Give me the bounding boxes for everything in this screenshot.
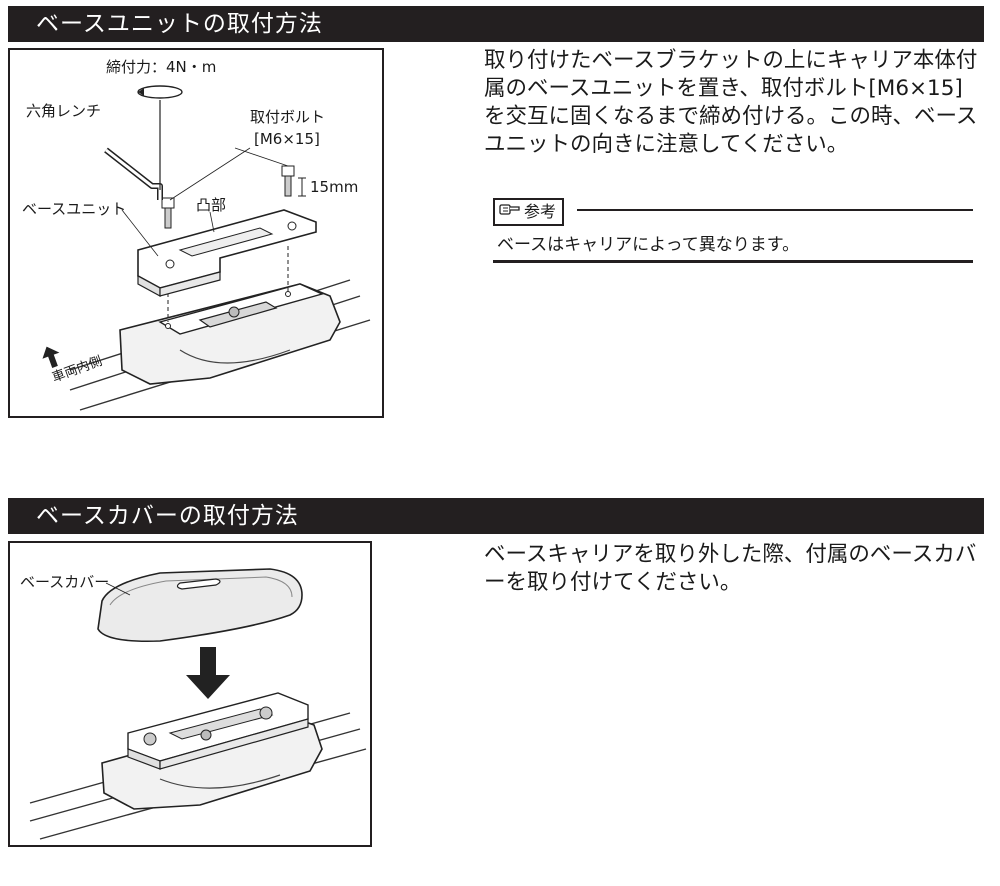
mounting-bolt-left	[161, 197, 175, 229]
base-unit-instructions: 取り付けたベースブラケットの上にキャリア本体付属のベースユニットを置き、取付ボル…	[484, 48, 978, 157]
wrench-label: 六角レンチ	[26, 102, 101, 120]
reference-tag: 参考	[493, 198, 565, 226]
base-unit-diagram: 締付力：4N・m 六角レンチ 取付ボルト [M6×15] 15mm ベースユニッ…	[22, 58, 371, 411]
base-cover-illustration: ベースカバー	[8, 541, 372, 847]
base-cover-diagram: ベースカバー	[20, 568, 367, 840]
base-unit-plate	[137, 209, 317, 298]
vehicle-inside-arrow-icon	[42, 346, 60, 368]
hex-wrench	[104, 100, 163, 200]
base-cover-instructions: ベースキャリアを取り外した際、付属のベースカバーを取り付けてください。	[484, 542, 977, 595]
base-cover-label: ベースカバー	[20, 573, 109, 591]
base-unit-label: ベースユニット	[22, 200, 126, 218]
section-title-base-cover: ベースカバーの取付方法	[8, 498, 984, 534]
bolt-label: 取付ボルト	[250, 108, 325, 126]
base-bracket	[119, 283, 341, 385]
mounting-bolt-right	[281, 165, 295, 197]
bolt-size-label: [M6×15]	[254, 130, 320, 148]
torque-label: 締付力：4N・m	[106, 58, 216, 76]
rotation-arrow-icon	[137, 85, 183, 99]
protrusion-label: 凸部	[196, 196, 226, 214]
reference-text: ベースはキャリアによって異なります。	[497, 235, 800, 255]
reference-note: 参考 ベースはキャリアによって異なります。	[493, 198, 973, 264]
section-title-base-unit: ベースユニットの取付方法	[8, 6, 984, 42]
base-cover	[97, 568, 303, 643]
installed-base-unit	[101, 692, 323, 810]
note-divider-bottom	[493, 260, 973, 263]
note-divider-top	[577, 209, 973, 211]
pointing-hand-icon	[499, 200, 521, 224]
base-unit-illustration: 締付力：4N・m 六角レンチ 取付ボルト [M6×15] 15mm ベースユニッ…	[8, 48, 384, 418]
length-label: 15mm	[310, 178, 358, 196]
down-arrow-icon	[186, 647, 230, 699]
reference-label: 参考	[524, 202, 557, 221]
